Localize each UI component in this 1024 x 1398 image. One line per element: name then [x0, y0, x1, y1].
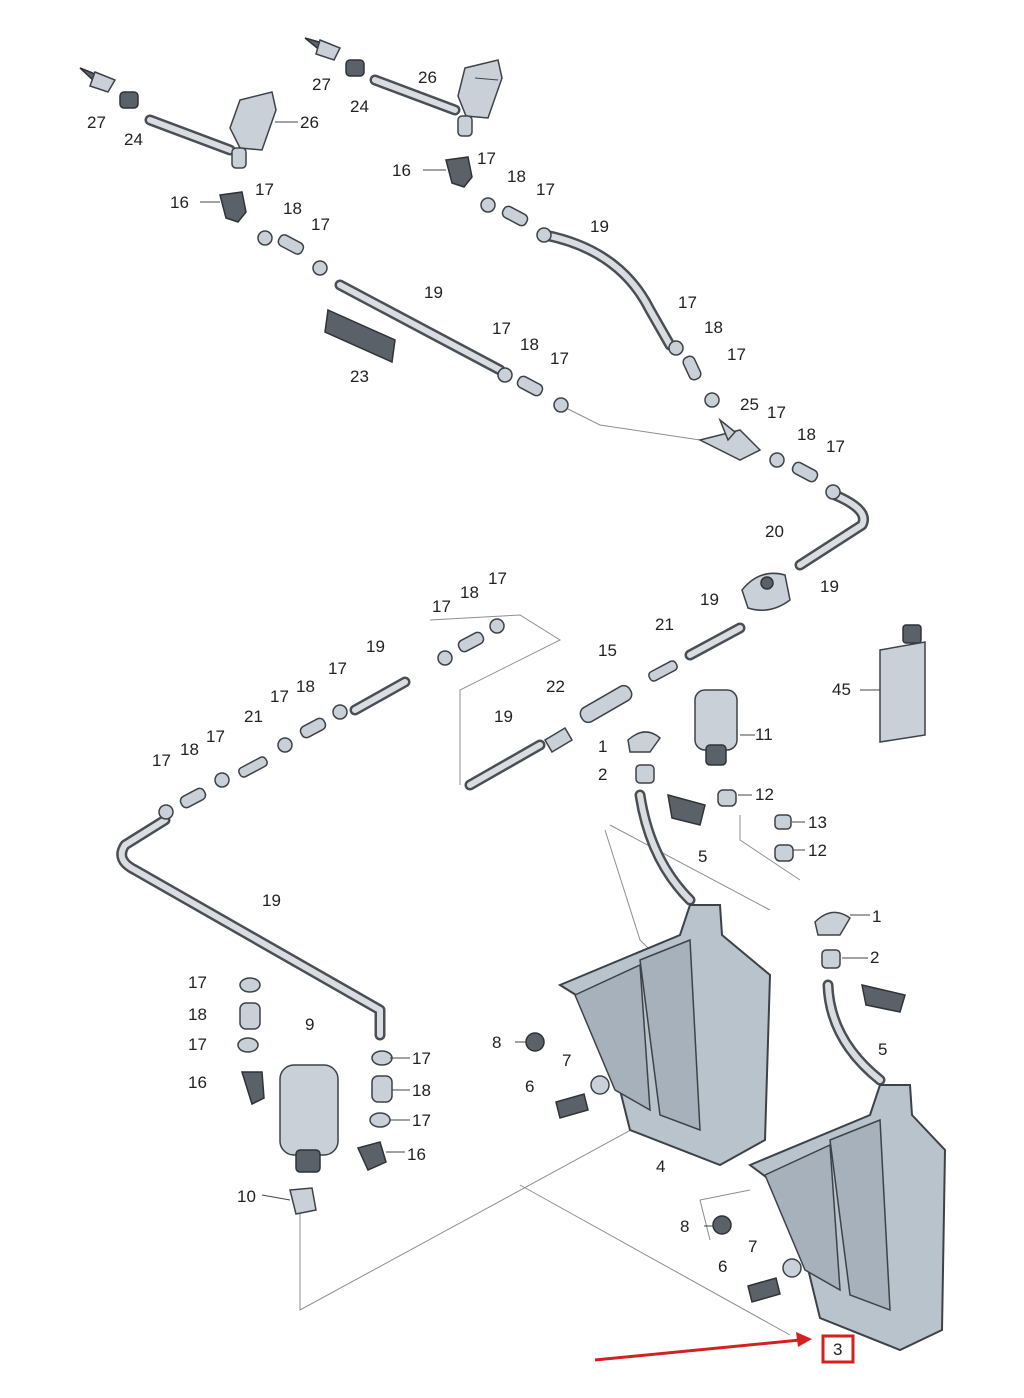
label-17-m: 17 — [328, 659, 347, 678]
label-16-bottom-left: 16 — [188, 1073, 207, 1092]
label-17-h: 17 — [727, 345, 746, 364]
part-11-pump — [694, 689, 738, 766]
label-7-right: 7 — [748, 1237, 757, 1256]
label-45: 45 — [832, 680, 851, 699]
label-17-j: 17 — [826, 437, 845, 456]
washer-tank-3 — [748, 1084, 947, 1352]
label-17-i: 17 — [767, 403, 786, 422]
label-27-right: 27 — [312, 75, 331, 94]
label-18-e: 18 — [797, 425, 816, 444]
label-23: 23 — [350, 367, 369, 386]
label-9: 9 — [305, 1015, 314, 1034]
label-25: 25 — [740, 395, 759, 414]
guide-lines — [299, 404, 801, 1336]
label-16-top-left: 16 — [170, 193, 189, 212]
label-13: 13 — [808, 813, 827, 832]
label-19-center: 19 — [494, 707, 513, 726]
label-18-b: 18 — [507, 167, 526, 186]
label-5-lower: 5 — [878, 1040, 887, 1059]
label-27-left: 27 — [87, 113, 106, 132]
elbow-connectors — [219, 156, 473, 1171]
label-11: 11 — [755, 725, 773, 744]
label-20: 20 — [765, 522, 784, 541]
label-18-i: 18 — [188, 1005, 207, 1024]
label-3: 3 — [833, 1340, 842, 1359]
label-1-upper: 1 — [598, 737, 607, 756]
label-18-h: 18 — [180, 740, 199, 759]
part-9-pump — [279, 1064, 339, 1215]
label-18-g: 18 — [296, 677, 315, 696]
label-17-c: 17 — [477, 149, 496, 168]
hose-connectors — [158, 197, 841, 1128]
label-16-bottom-right: 16 — [407, 1145, 426, 1164]
part-45-bottle — [879, 624, 926, 743]
label-7-left: 7 — [562, 1051, 571, 1070]
highlight-arrow — [594, 1338, 801, 1362]
label-2-upper: 2 — [598, 765, 607, 784]
part-labels: 27 24 26 27 24 26 16 16 17 18 17 17 18 1… — [87, 68, 887, 1276]
label-17-l: 17 — [488, 569, 507, 588]
label-17-k: 17 — [432, 597, 451, 616]
label-17-r: 17 — [188, 1035, 207, 1054]
label-12-a: 12 — [755, 785, 774, 804]
hose-lines — [116, 74, 886, 1086]
label-26-left: 26 — [300, 113, 319, 132]
part-23-strip — [324, 308, 396, 364]
leader-lines — [200, 77, 880, 1227]
label-16-top-right: 16 — [392, 161, 411, 180]
label-8-right: 8 — [680, 1217, 689, 1236]
label-18-f: 18 — [460, 583, 479, 602]
label-19-left-mid: 19 — [366, 637, 385, 656]
label-18-d: 18 — [704, 318, 723, 337]
small-fittings — [525, 731, 906, 1303]
label-17-q: 17 — [188, 973, 207, 992]
label-21-left: 21 — [244, 707, 263, 726]
label-21-right: 21 — [655, 615, 674, 634]
label-19-mid: 19 — [700, 590, 719, 609]
label-17-f: 17 — [550, 349, 569, 368]
label-17-o: 17 — [206, 727, 225, 746]
label-17-d: 17 — [536, 180, 555, 199]
label-15: 15 — [598, 641, 617, 660]
label-24-left: 24 — [124, 130, 143, 149]
label-17-s: 17 — [412, 1049, 431, 1068]
label-26-right: 26 — [418, 68, 437, 87]
label-17-g: 17 — [678, 293, 697, 312]
label-12-b: 12 — [808, 841, 827, 860]
label-17-n: 17 — [270, 687, 289, 706]
label-18-c: 18 — [520, 335, 539, 354]
highlight-part-3: 3 — [594, 1332, 855, 1364]
highlight-arrow-head — [796, 1332, 812, 1347]
label-4: 4 — [656, 1157, 665, 1176]
label-10: 10 — [237, 1187, 256, 1206]
label-1-lower: 1 — [872, 907, 881, 926]
label-19-top-right: 19 — [590, 217, 609, 236]
label-19-right: 19 — [820, 577, 839, 596]
label-17-p: 17 — [152, 751, 171, 770]
label-24-right: 24 — [350, 97, 369, 116]
label-17-t: 17 — [412, 1111, 431, 1130]
label-19-top-left: 19 — [424, 283, 443, 302]
part-20-valve — [741, 572, 791, 611]
label-17-e: 17 — [492, 319, 511, 338]
highlight-box — [821, 1334, 855, 1364]
nozzle-assemblies — [79, 37, 503, 169]
label-8-left: 8 — [492, 1033, 501, 1052]
label-18-a: 18 — [283, 199, 302, 218]
label-22: 22 — [546, 677, 565, 696]
label-18-j: 18 — [412, 1081, 431, 1100]
label-17-a: 17 — [255, 180, 274, 199]
label-2-lower: 2 — [870, 948, 879, 967]
label-6-left: 6 — [525, 1077, 534, 1096]
washer-tank-4 — [557, 904, 772, 1167]
label-19-lower: 19 — [262, 891, 281, 910]
y-piece — [697, 417, 762, 461]
label-6-right: 6 — [718, 1257, 727, 1276]
label-17-b: 17 — [311, 215, 330, 234]
label-5-upper: 5 — [698, 847, 707, 866]
